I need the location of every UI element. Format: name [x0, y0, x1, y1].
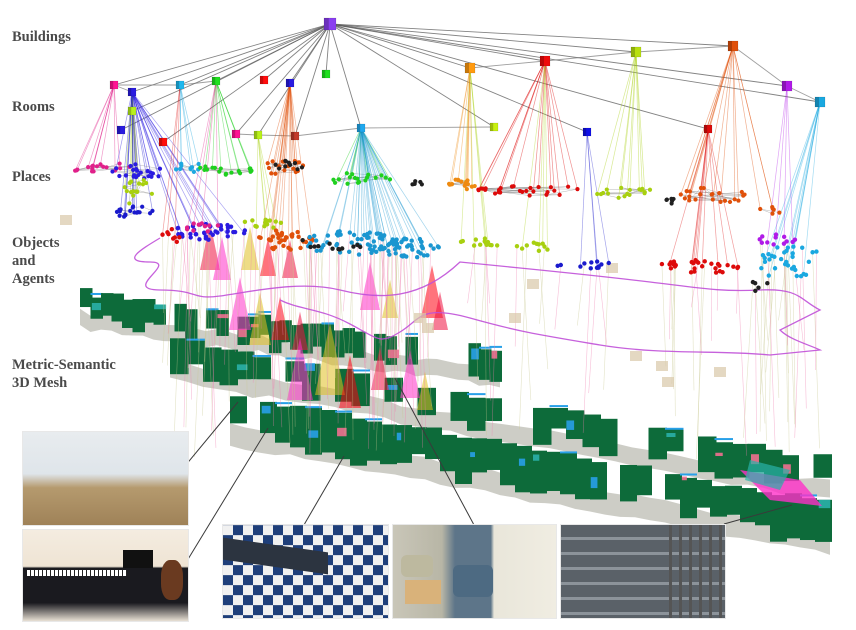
layer-label-metric-semantic-mesh: Metric-Semantic 3D Mesh — [12, 357, 116, 391]
layer-label-rooms: Rooms — [12, 99, 55, 115]
graph-nodes — [60, 17, 826, 387]
lounge-scene — [23, 432, 188, 525]
layer-label-objects-and-agents: Objects and Agents — [12, 235, 60, 287]
room-node-icon — [356, 123, 366, 133]
photo-music-room — [22, 529, 189, 622]
room-node-icon — [781, 80, 793, 92]
room-node-icon — [211, 76, 221, 86]
room-node-icon — [630, 46, 642, 58]
room-node-icon — [290, 131, 300, 141]
room-node-icon — [253, 130, 263, 140]
stairs-scene — [561, 525, 725, 618]
photo-staircase — [560, 524, 726, 619]
room-node-icon — [489, 122, 499, 132]
room-node-icon — [127, 106, 137, 116]
sofa-scene — [393, 525, 556, 618]
room-node-icon — [175, 80, 185, 90]
room-node-icon — [464, 62, 476, 74]
photo-seating-area — [392, 524, 557, 619]
photo-leader-lines — [186, 377, 793, 562]
building-node-icon — [323, 17, 337, 31]
room-node-icon — [116, 125, 126, 135]
graph-edges — [74, 23, 821, 460]
room-node-icon — [321, 69, 331, 79]
room-node-icon — [582, 127, 592, 137]
layer-label-places: Places — [12, 169, 51, 185]
room-node-icon — [727, 40, 739, 52]
room-node-icon — [814, 96, 826, 108]
room-node-icon — [158, 137, 168, 147]
agent-trajectory — [134, 237, 823, 356]
pingpong-scene — [223, 525, 388, 618]
layer-label-buildings: Buildings — [12, 29, 71, 45]
room-node-icon — [285, 78, 295, 88]
room-node-icon — [539, 55, 551, 67]
room-node-icon — [127, 87, 137, 97]
music-scene — [23, 530, 188, 621]
room-node-icon — [703, 124, 713, 134]
mesh-layer — [80, 222, 832, 555]
photo-game-room — [222, 524, 389, 619]
room-node-icon — [259, 75, 269, 85]
photo-lounge-room — [22, 431, 189, 526]
room-node-icon — [109, 80, 119, 90]
room-node-icon — [231, 129, 241, 139]
